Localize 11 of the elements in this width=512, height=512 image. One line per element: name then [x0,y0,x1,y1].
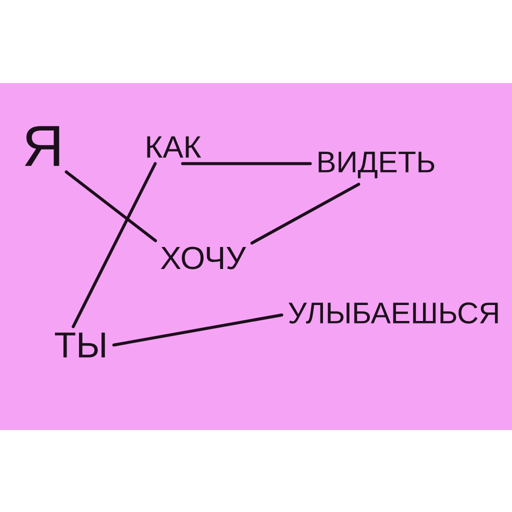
connector-line [250,182,360,245]
connector-line [72,162,157,328]
word-label: Я [24,126,60,166]
connector-line [112,313,284,346]
word-label: ХОЧУ [160,246,246,270]
word-label: УЛЫБАЕШЬСЯ [288,302,498,324]
word-label: ТЫ [54,332,105,358]
word-label: КАК [147,136,202,158]
connector-line [64,170,157,242]
connector-line [181,162,312,166]
word-label: ВИДЕТЬ [318,152,434,178]
